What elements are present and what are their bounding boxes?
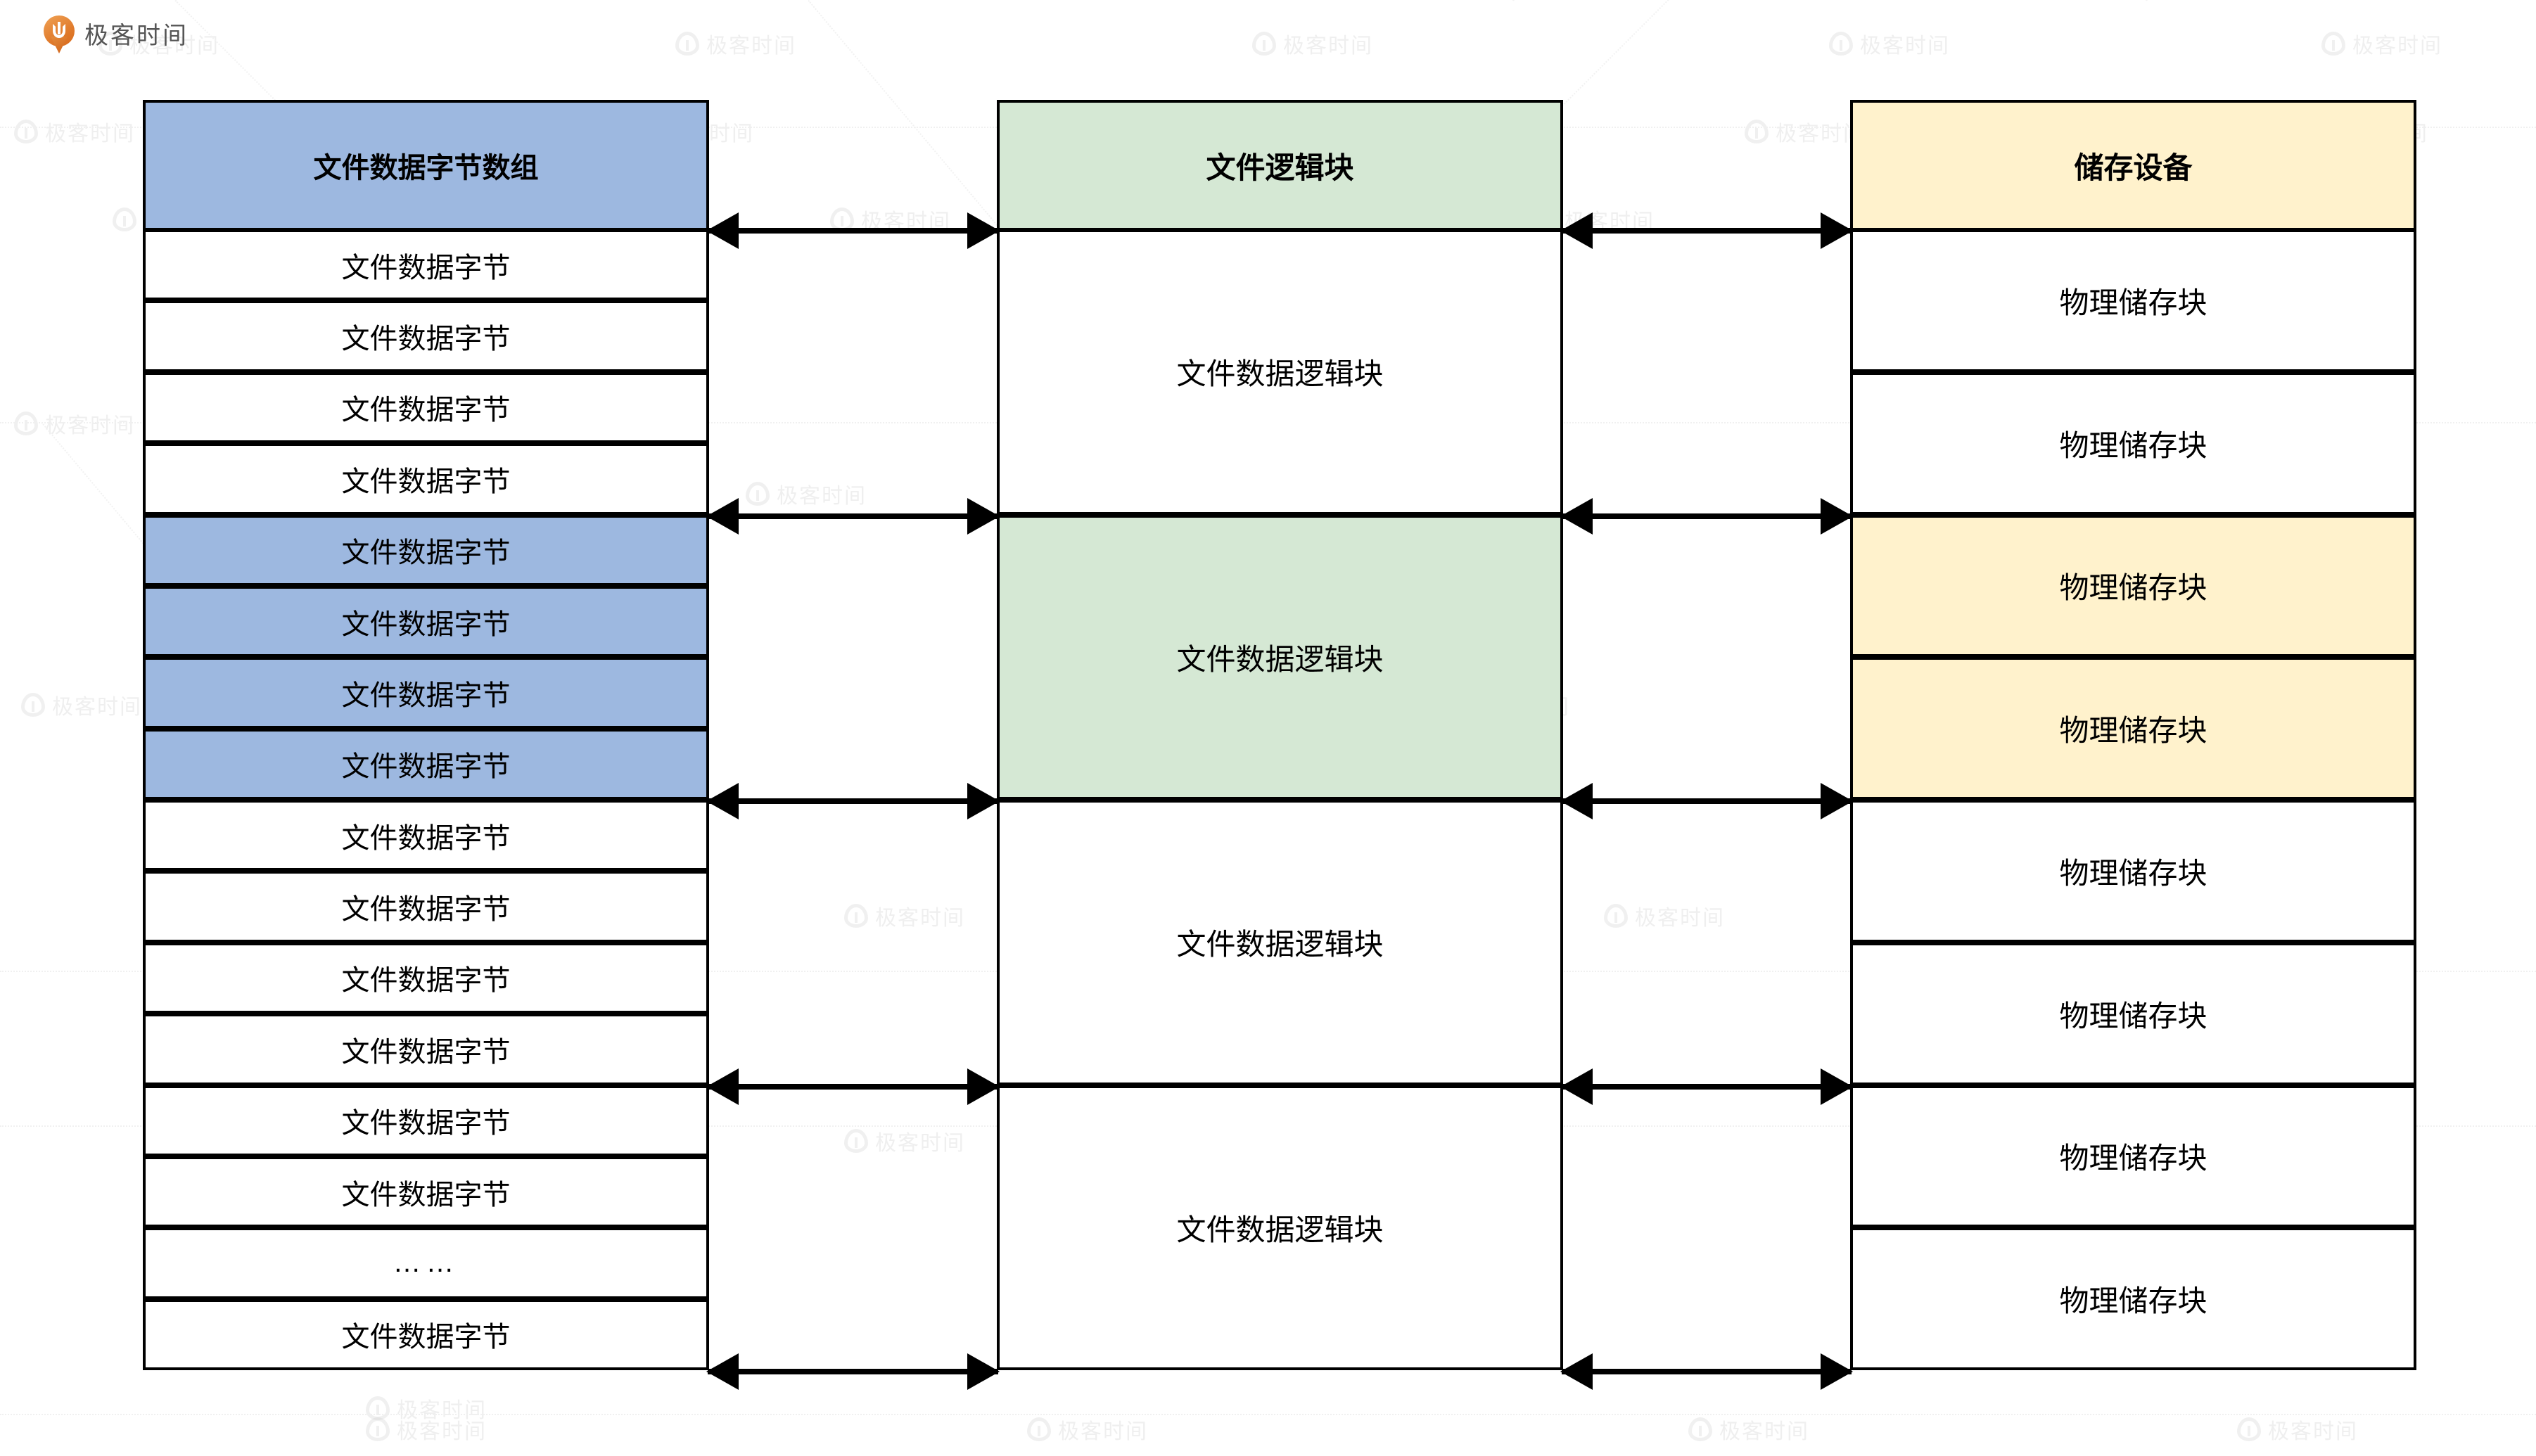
cell-file-data-byte-array: 文件数据字节: [143, 1156, 709, 1228]
cell-file-data-byte-array: 文件数据字节: [143, 585, 709, 658]
column-storage-device: 储存设备物理储存块物理储存块物理储存块物理储存块物理储存块物理储存块物理储存块物…: [1850, 100, 2416, 1372]
cell-file-logical-block: 文件数据逻辑块: [997, 514, 1563, 800]
brand-name: 极客时间: [84, 22, 189, 49]
cell-storage-device: 物理储存块: [1850, 942, 2416, 1085]
column-header-file-logical-block: 文件逻辑块: [997, 100, 1563, 231]
cell-file-data-byte-array: 文件数据字节: [143, 443, 709, 515]
column-file-data-byte-array: 文件数据字节数组文件数据字节文件数据字节文件数据字节文件数据字节文件数据字节文件…: [143, 100, 709, 1372]
cell-file-data-byte-array: 文件数据字节: [143, 229, 709, 301]
cell-storage-device: 物理储存块: [1850, 229, 2416, 372]
cell-ellipsis: ……: [143, 1227, 709, 1299]
geektime-logo-icon: [44, 15, 75, 53]
cell-file-data-byte-array: 文件数据字节: [143, 1085, 709, 1156]
cell-file-logical-block: 文件数据逻辑块: [997, 800, 1563, 1085]
cell-file-logical-block: 文件数据逻辑块: [997, 229, 1563, 515]
cell-file-data-byte-array: 文件数据字节: [143, 728, 709, 800]
cell-file-data-byte-array: 文件数据字节: [143, 800, 709, 871]
column-file-logical-block: 文件逻辑块文件数据逻辑块文件数据逻辑块文件数据逻辑块文件数据逻辑块: [997, 100, 1563, 1372]
cell-file-data-byte-array: 文件数据字节: [143, 1014, 709, 1085]
column-header-storage-device: 储存设备: [1850, 100, 2416, 231]
cell-storage-device: 物理储存块: [1850, 514, 2416, 658]
cell-file-data-byte-array: 文件数据字节: [143, 300, 709, 372]
cell-storage-device: 物理储存块: [1850, 1085, 2416, 1228]
cell-file-data-byte-array: 文件数据字节: [143, 657, 709, 729]
cell-file-data-byte-array: 文件数据字节: [143, 371, 709, 444]
cell-file-logical-block: 文件数据逻辑块: [997, 1085, 1563, 1370]
cell-storage-device: 物理储存块: [1850, 800, 2416, 943]
cell-file-data-byte-array: 文件数据字节: [143, 1298, 709, 1370]
brand-logo: 极客时间: [44, 15, 189, 53]
cell-storage-device: 物理储存块: [1850, 657, 2416, 800]
column-header-file-data-byte-array: 文件数据字节数组: [143, 100, 709, 231]
cell-storage-device: 物理储存块: [1850, 371, 2416, 515]
cell-storage-device: 物理储存块: [1850, 1227, 2416, 1370]
cell-file-data-byte-array: 文件数据字节: [143, 514, 709, 586]
cell-file-data-byte-array: 文件数据字节: [143, 942, 709, 1014]
cell-file-data-byte-array: 文件数据字节: [143, 871, 709, 943]
